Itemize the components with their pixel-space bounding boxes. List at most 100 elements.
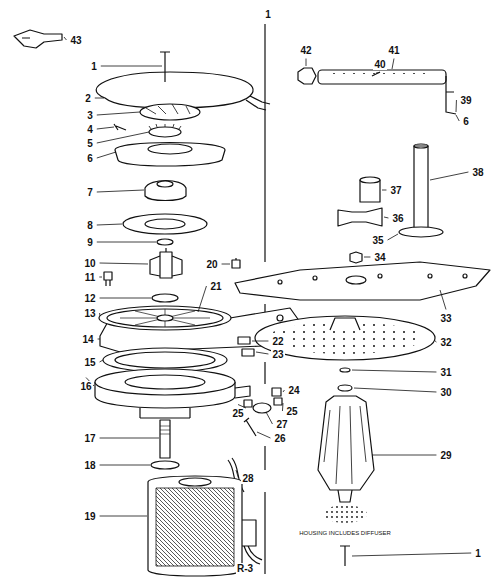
callout-number: 31 <box>439 367 452 378</box>
callout-number: 1 <box>474 548 482 559</box>
callout-number: 39 <box>459 95 472 106</box>
callout-number: 42 <box>299 45 312 56</box>
leader-line <box>352 553 471 556</box>
callout-number: R-3 <box>236 563 254 574</box>
leader-line <box>95 98 104 99</box>
callout-number: 19 <box>83 511 96 522</box>
leader-line <box>282 403 284 411</box>
callout-number: 25 <box>231 408 244 419</box>
leader-line <box>99 313 100 316</box>
leader-line <box>100 298 151 299</box>
leader-line <box>98 339 100 340</box>
callout-number: 34 <box>373 252 386 263</box>
callout-number: 40 <box>373 59 386 70</box>
leader-line <box>456 115 459 121</box>
callout-number: 32 <box>439 337 452 348</box>
callout-number: 1 <box>264 9 272 20</box>
leader-line <box>222 264 230 265</box>
screw <box>160 52 170 82</box>
leader-line <box>236 470 238 478</box>
callout-number: 9 <box>86 237 94 248</box>
leader-line <box>101 66 162 67</box>
leader-line <box>430 172 468 180</box>
callout-number: 29 <box>439 450 452 461</box>
callout-number: 41 <box>387 45 400 56</box>
callout-number: 2 <box>84 93 92 104</box>
callout-number: 24 <box>287 385 300 396</box>
leader-line <box>266 412 272 424</box>
callout-number: 21 <box>209 281 222 292</box>
callout-number: 12 <box>83 293 96 304</box>
leader-line <box>256 352 268 354</box>
leader-line <box>97 112 140 115</box>
callout-number: 43 <box>69 35 82 46</box>
callout-number: 1 <box>90 61 98 72</box>
leader-line <box>97 152 116 158</box>
callout-number: 4 <box>86 124 94 135</box>
callout-number: 5 <box>86 138 94 149</box>
callout-number: 22 <box>271 336 284 347</box>
leader-line <box>306 59 307 67</box>
heater-wire <box>96 72 253 108</box>
callout-number: 26 <box>273 433 286 444</box>
screw <box>340 546 350 566</box>
callout-number: 38 <box>471 167 484 178</box>
callout-number: 14 <box>81 334 94 345</box>
leader-line <box>100 465 150 466</box>
callout-number: 18 <box>83 460 96 471</box>
leader-line <box>97 190 144 192</box>
leader-line <box>100 438 159 439</box>
callout-number: 33 <box>439 313 452 324</box>
leader-line <box>352 370 436 372</box>
leader-line <box>97 224 122 225</box>
leader-line <box>97 132 149 143</box>
callout-number: 3 <box>86 110 94 121</box>
leader-line <box>456 100 457 112</box>
leader-line <box>434 340 436 342</box>
leader-line <box>283 390 284 392</box>
callout-number: 16 <box>79 381 92 392</box>
leader-line <box>252 341 268 342</box>
callout-number: 7 <box>86 187 94 198</box>
wire-terminal <box>246 96 270 110</box>
leader-line <box>100 360 103 362</box>
callout-number: 13 <box>83 308 96 319</box>
callout-number: 20 <box>205 259 218 270</box>
divider-line <box>264 24 265 262</box>
leader-line <box>97 242 156 243</box>
callout-number: 37 <box>389 185 402 196</box>
callout-number: 6 <box>86 153 94 164</box>
callout-number: 36 <box>391 213 404 224</box>
leader-line <box>257 432 270 438</box>
callout-number: 17 <box>83 433 96 444</box>
callout-number: 28 <box>241 473 254 484</box>
leader-line <box>97 127 114 129</box>
leader-line <box>198 286 206 312</box>
callout-number: 6 <box>462 116 470 127</box>
leader-line <box>364 257 370 258</box>
bracket <box>14 30 62 48</box>
leader-line <box>354 388 436 392</box>
leader-line <box>64 37 66 40</box>
callout-number: 10 <box>83 258 96 269</box>
callout-number: 27 <box>275 419 288 430</box>
leader-line <box>440 290 446 310</box>
leader-line <box>100 263 148 264</box>
callout-number: 25 <box>285 406 298 417</box>
leader-line <box>382 190 386 191</box>
callout-number: 8 <box>86 220 94 231</box>
callout-number: 35 <box>371 235 384 246</box>
leader-line <box>99 277 102 278</box>
leader-line <box>376 72 380 74</box>
leader-line <box>372 455 436 456</box>
callout-number: 30 <box>439 387 452 398</box>
leader-line <box>384 217 388 218</box>
leader-line <box>392 59 394 70</box>
leader-line <box>100 516 147 517</box>
callout-number: 11 <box>84 272 97 283</box>
callout-number: 15 <box>83 357 96 368</box>
note-text: HOUSING INCLUDES DIFFUSER <box>298 530 392 537</box>
